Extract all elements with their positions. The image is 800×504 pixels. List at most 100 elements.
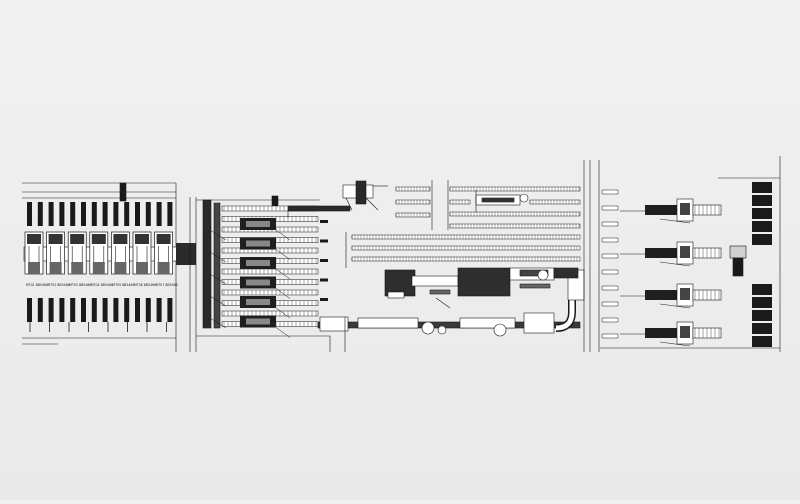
buffer-machine-core — [246, 240, 270, 247]
buffer-tag — [320, 239, 328, 243]
station-infeed — [645, 290, 677, 300]
rack-column-bottom — [37, 298, 43, 322]
cabinet-top — [752, 221, 772, 232]
station-leader — [659, 303, 691, 309]
station-infeed — [645, 205, 677, 215]
buffer-leader — [275, 229, 291, 241]
rack-column-top — [81, 202, 86, 226]
storage-label: MT01 8B5466 — [26, 283, 48, 287]
station-robot-core — [680, 326, 690, 338]
transfer-line — [529, 199, 581, 205]
cabinet-bottom — [752, 310, 772, 321]
cabinet-stacks — [752, 182, 772, 347]
rack-column-top — [91, 202, 97, 226]
storage-rack-area — [22, 182, 195, 352]
buffer-machine-core — [246, 299, 270, 305]
buffer-tag — [320, 298, 328, 301]
buffer-diag — [209, 317, 227, 329]
station-robot-core — [680, 288, 690, 300]
buffer-diag — [209, 251, 227, 263]
rack-column-bottom — [145, 298, 151, 322]
transfer-line — [449, 223, 581, 229]
buffer-tag — [320, 259, 328, 262]
station-leader — [659, 218, 691, 224]
right-feeder — [601, 221, 619, 227]
station-robot-core — [680, 246, 690, 258]
right-section-boundaries — [431, 156, 781, 352]
right-feeder — [601, 253, 619, 259]
rack-column-bottom — [48, 298, 54, 322]
buffer-tag — [320, 220, 328, 223]
buffer-leader — [275, 268, 291, 280]
cabinet-top — [752, 182, 772, 193]
right-feeder — [601, 317, 619, 323]
rack-unit-head — [156, 234, 171, 244]
buffer-leader — [275, 327, 291, 338]
rack-column-bottom — [156, 298, 162, 322]
rack-column-top — [48, 202, 54, 226]
bottom-processing-line — [317, 269, 585, 352]
station-robot-core — [680, 203, 690, 215]
buffer-diag — [209, 229, 227, 241]
station-leader — [659, 341, 691, 347]
transfer-line — [449, 211, 581, 217]
rack-column-bottom — [59, 298, 65, 322]
storage-label: MT05 8B5466 — [112, 283, 134, 287]
buffer-row — [221, 268, 319, 275]
rack-column-bottom — [91, 298, 97, 322]
right-feeder — [601, 237, 619, 243]
rack-unit-head — [70, 234, 85, 244]
buffer-machines — [209, 218, 328, 338]
rack-outfeed-gate — [176, 243, 196, 265]
storage-label: MT02 8B5466 — [48, 283, 70, 287]
station-infeed — [645, 248, 677, 258]
buffer-row — [221, 310, 319, 317]
rack-unit-base — [136, 262, 148, 274]
rack-column-bottom — [102, 298, 108, 322]
buffer-machine-core — [246, 221, 270, 227]
top-middle-machine — [475, 190, 529, 212]
rack-unit-base — [157, 262, 170, 274]
transfer-line — [449, 186, 581, 192]
rack-unit-head — [27, 234, 41, 244]
packing-stations — [601, 189, 722, 347]
rack-column-top — [135, 202, 140, 226]
rack-column-top — [37, 202, 43, 226]
rack-unit-base — [114, 262, 127, 274]
rack-column-top — [113, 202, 119, 226]
rack-unit-base — [49, 262, 62, 274]
buffer-diag — [209, 295, 227, 307]
rack-column-top — [124, 202, 130, 226]
storage-rack-columns — [24, 202, 196, 332]
storage-label: MT06 8B5466 — [134, 283, 156, 287]
right-feeder — [601, 285, 619, 291]
buffer-leader — [275, 249, 291, 260]
rack-unit-head — [113, 234, 128, 244]
center-transfer-lines — [345, 186, 581, 268]
rack-column-bottom — [124, 298, 130, 322]
buffer-sorting-area — [189, 195, 330, 352]
right-feeder — [601, 189, 619, 195]
transfer-line — [395, 186, 431, 192]
cabinet-top — [752, 234, 772, 245]
rack-column-bottom — [113, 298, 119, 322]
rack-unit-base — [28, 262, 40, 274]
rack-unit-head — [135, 234, 149, 244]
station-leader — [659, 261, 691, 267]
rack-column-bottom — [70, 298, 76, 322]
station-infeed — [645, 328, 677, 338]
rack-column-top — [27, 202, 32, 226]
right-feeder — [601, 205, 619, 211]
rack-column-top — [102, 202, 108, 226]
rack-column-top — [167, 202, 173, 226]
right-feeder — [601, 301, 619, 307]
cabinet-bottom — [752, 336, 772, 347]
buffer-machine-core — [246, 260, 270, 266]
right-feeder — [601, 269, 619, 275]
middle-processing-machines — [384, 267, 579, 309]
rack-column-bottom — [81, 298, 86, 322]
rack-unit-head — [48, 234, 63, 244]
